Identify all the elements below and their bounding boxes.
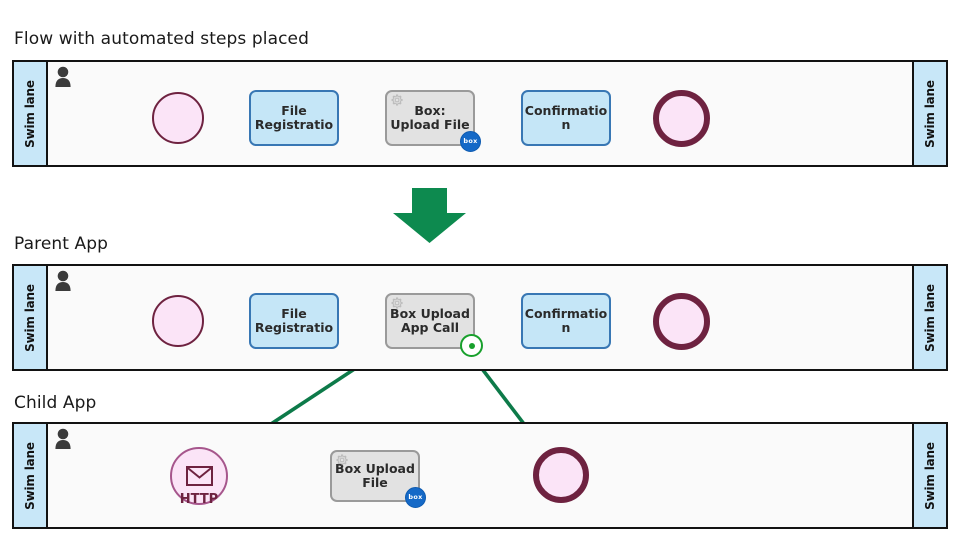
lane1-end-event[interactable] [653, 90, 710, 147]
lane1-task-confirmation-label: Confirmatio n [524, 103, 608, 132]
lane-label-left-text: Swim lane [23, 441, 37, 510]
section-caption-parent-app: Parent App [14, 234, 109, 254]
lane2-task-file-registration-label: File Registratio [254, 306, 334, 335]
lane2-task-box-upload-app-call[interactable]: Box Upload App Call [385, 293, 483, 357]
gear-icon [336, 454, 348, 466]
lane-label-left: Swim lane [14, 62, 48, 165]
lane-label-right: Swim lane [912, 266, 946, 369]
box-logo-text: box [463, 136, 478, 145]
envelope-icon [185, 466, 213, 486]
lane1-task-box-upload-file[interactable]: Box: Upload File box [385, 90, 481, 152]
section-caption-child-app: Child App [14, 393, 97, 413]
lane3-http-event-label: HTTP [179, 492, 219, 507]
gear-icon [391, 94, 403, 106]
lane1-task-confirmation[interactable]: Confirmatio n [521, 90, 611, 146]
person-icon [55, 66, 71, 87]
lane2-task-confirmation-label: Confirmatio n [524, 306, 608, 335]
section-caption-flow-automated: Flow with automated steps placed [14, 29, 309, 49]
lane-label-left-text: Swim lane [23, 283, 37, 352]
lane1-task-box-upload-file-label: Box: Upload File [390, 103, 470, 132]
lane1-task-file-registration-label: File Registratio [254, 103, 334, 132]
lane1-start-event[interactable] [152, 92, 204, 144]
lane3-end-event[interactable] [533, 447, 589, 503]
lane-label-right-text: Swim lane [923, 441, 937, 510]
gear-icon [391, 297, 403, 309]
person-icon [55, 428, 71, 449]
lane2-start-event[interactable] [152, 295, 204, 347]
lane-label-right-text: Swim lane [923, 283, 937, 352]
down-arrow-icon [393, 188, 466, 243]
lane2-end-event[interactable] [653, 293, 710, 350]
box-logo-icon: box [460, 131, 481, 152]
signal-event-dot [468, 342, 475, 349]
box-logo-text: box [408, 492, 423, 501]
lane-label-right: Swim lane [912, 62, 946, 165]
lane-label-right: Swim lane [912, 424, 946, 527]
lane2-task-file-registration[interactable]: File Registratio [249, 293, 339, 349]
lane3-task-box-upload-file[interactable]: Box Upload File box [330, 450, 426, 508]
lane1-task-file-registration[interactable]: File Registratio [249, 90, 339, 146]
lane-label-left: Swim lane [14, 424, 48, 527]
person-icon [55, 270, 71, 291]
lane-label-right-text: Swim lane [923, 79, 937, 148]
lane-label-left: Swim lane [14, 266, 48, 369]
box-logo-icon: box [405, 487, 426, 508]
lane2-task-confirmation[interactable]: Confirmatio n [521, 293, 611, 349]
signal-event-icon[interactable] [460, 334, 483, 357]
lane2-task-box-upload-app-call-label: Box Upload App Call [390, 306, 470, 335]
pool-child-app: Swim lane Swim lane [12, 422, 948, 529]
lane3-http-message-start-event[interactable]: HTTP [170, 447, 228, 507]
lane-label-left-text: Swim lane [23, 79, 37, 148]
